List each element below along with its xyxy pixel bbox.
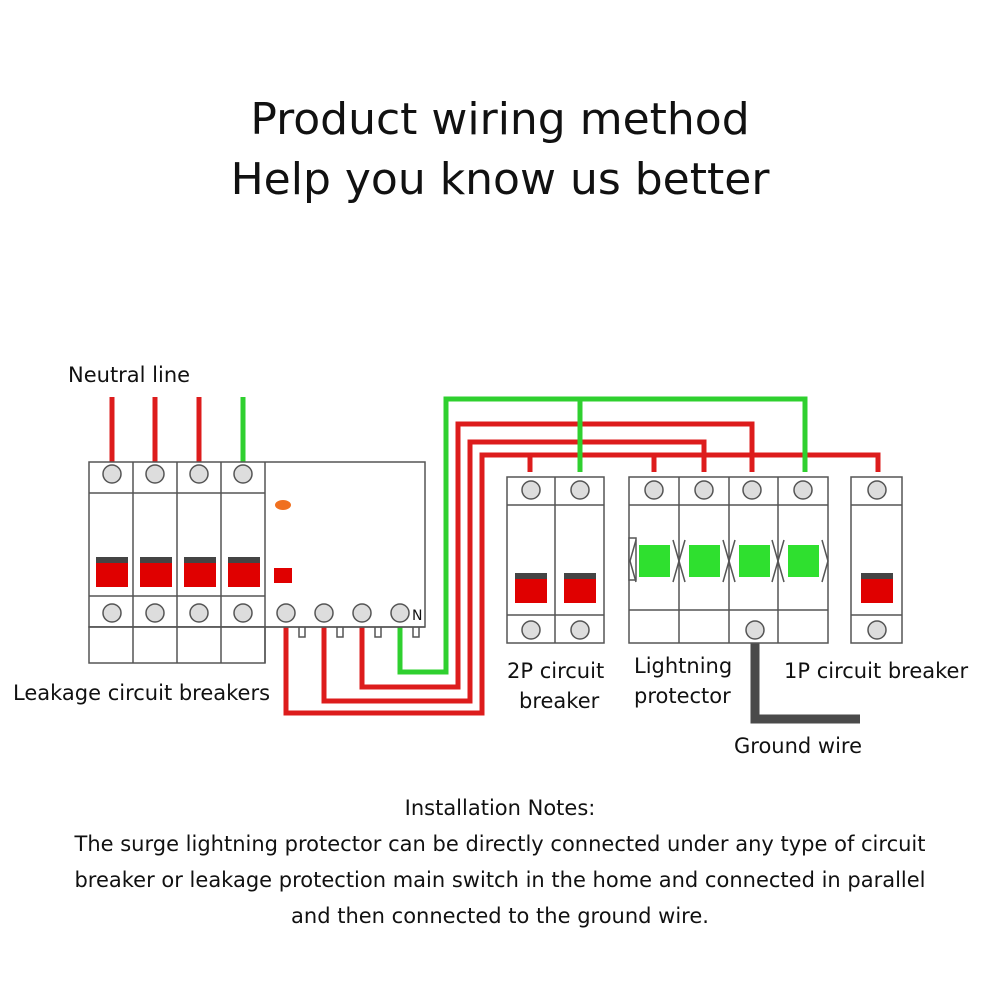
wire-red-3 [359,421,755,690]
ground-wire [750,638,860,724]
leakage-circuit-breaker [88,461,426,664]
lightning-protector-label-line1: Lightning [634,654,733,678]
test-button [274,568,292,583]
1p-breaker-label: 1P circuit breaker [784,659,969,683]
lightning-protector-label-line2: protector [634,684,731,708]
terminal [233,603,253,623]
installation-notes-heading: Installation Notes: [404,796,596,820]
title-line-1: Product wiring method [250,94,750,145]
2p-breaker-label-line2: breaker [519,689,600,713]
terminal [189,603,209,623]
terminal [145,603,165,623]
terminal [314,603,334,623]
breaker-handles [96,557,260,587]
1p-circuit-breaker [850,476,903,644]
terminal [867,480,887,500]
2p-circuit-breaker [506,476,605,644]
terminal [742,480,762,500]
wire-red-2 [321,439,707,704]
output-wires [283,396,881,724]
installation-notes-line-1: The surge lightning protector can be dir… [74,832,926,856]
leakage-breaker-body [88,461,426,628]
terminal [570,480,590,500]
terminal [867,620,887,640]
terminal [102,603,122,623]
n-terminal-label: N [412,608,423,624]
terminal [644,480,664,500]
terminal [352,603,372,623]
lightning-protector [628,476,829,644]
wire-green-neutral [397,396,808,675]
ground-terminal [745,620,765,640]
installation-notes-line-2: breaker or leakage protection main switc… [74,868,926,892]
protector-modules [628,537,829,583]
terminal [276,603,296,623]
wire-red-1p [482,452,881,472]
terminal [390,603,410,623]
terminal [521,620,541,640]
terminal [102,464,122,484]
terminal [145,464,165,484]
wire-red-outer [283,452,533,716]
installation-notes-line-3: and then connected to the ground wire. [291,904,709,928]
2p-breaker-label-line1: 2P circuit [507,659,605,683]
wire-red-branch-1 [482,452,657,472]
leakage-breakers-label: Leakage circuit breakers [13,681,271,705]
indicator-led [275,500,291,510]
output-clamps [298,627,420,638]
title-line-2: Help you know us better [230,154,770,205]
ground-wire-label: Ground wire [734,734,863,758]
terminal [694,480,714,500]
neutral-line-label: Neutral line [68,363,191,387]
input-wires [109,397,246,462]
terminal [793,480,813,500]
terminal [521,480,541,500]
terminal [189,464,209,484]
terminal [570,620,590,640]
terminal [233,464,253,484]
